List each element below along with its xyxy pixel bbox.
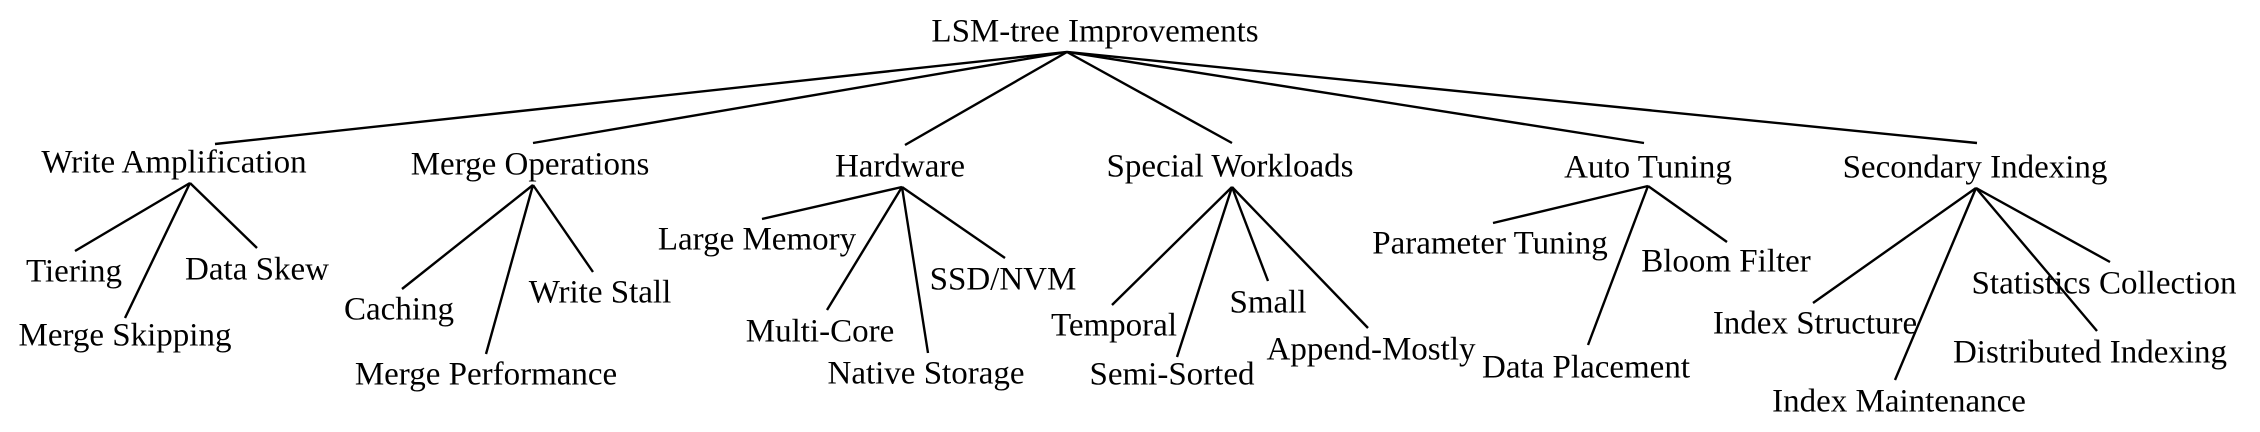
edge-root-auto-tuning <box>1066 50 1645 145</box>
node-special-workloads: Special Workloads <box>1106 148 1354 185</box>
edge-sw-temporal <box>1111 186 1233 306</box>
node-large-memory: Large Memory <box>657 221 857 258</box>
node-write-amplification: Write Amplification <box>41 144 307 181</box>
edge-root-secondary-indexing <box>1066 50 1978 145</box>
node-temporal: Temporal <box>1051 307 1177 344</box>
node-multi-core: Multi-Core <box>745 313 895 350</box>
edge-at-data-placement <box>1586 185 1650 346</box>
edge-si-index-maintenance <box>1893 187 1978 381</box>
node-append-mostly: Append-Mostly <box>1266 331 1476 368</box>
edge-root-write-amplification <box>214 50 1068 146</box>
node-lsm-tree-improvements: LSM-tree Improvements <box>931 13 1259 50</box>
edge-mo-caching <box>401 184 534 290</box>
edge-root-hardware <box>904 50 1068 147</box>
node-tiering: Tiering <box>26 253 122 290</box>
edge-wa-data-skew <box>189 182 258 249</box>
edge-si-index-structure <box>1812 187 1977 304</box>
node-index-maintenance: Index Maintenance <box>1772 383 2026 420</box>
edge-hw-multi-core <box>825 186 904 311</box>
node-semi-sorted: Semi-Sorted <box>1089 356 1255 393</box>
node-bloom-filter: Bloom Filter <box>1641 243 1811 280</box>
node-caching: Caching <box>344 291 454 328</box>
edge-at-bloom-filter <box>1647 185 1728 243</box>
edge-hw-native-storage <box>900 186 930 354</box>
node-secondary-indexing: Secondary Indexing <box>1842 149 2108 186</box>
node-distributed-indexing: Distributed Indexing <box>1952 334 2228 371</box>
edge-sw-semi-sorted <box>1175 186 1234 358</box>
node-data-skew: Data Skew <box>185 251 329 288</box>
node-merge-operations: Merge Operations <box>410 146 650 183</box>
edge-sw-append-mostly <box>1231 186 1369 329</box>
edge-wa-tiering <box>74 181 191 253</box>
node-hardware: Hardware <box>834 148 966 185</box>
node-merge-skipping: Merge Skipping <box>18 317 232 354</box>
node-ssd-nvm: SSD/NVM <box>929 261 1077 298</box>
node-native-storage: Native Storage <box>827 355 1025 392</box>
edge-hw-ssd-nvm <box>901 186 1006 259</box>
node-write-stall: Write Stall <box>528 274 672 311</box>
edge-wa-merge-skipping <box>123 182 192 319</box>
node-data-placement: Data Placement <box>1482 349 1690 386</box>
node-statistics-collection: Statistics Collection <box>1971 265 2237 302</box>
edge-mo-write-stall <box>532 184 594 273</box>
edge-mo-merge-performance <box>484 184 535 355</box>
node-auto-tuning: Auto Tuning <box>1564 149 1732 186</box>
edge-si-statistics-collection <box>1975 186 2111 264</box>
node-index-structure: Index Structure <box>1712 305 1918 342</box>
edge-at-parameter-tuning <box>1492 184 1649 225</box>
edge-root-special-workloads <box>1066 50 1233 145</box>
edge-si-distributed-indexing <box>1975 187 2098 332</box>
edge-hw-large-memory <box>761 185 903 221</box>
edge-root-merge-operations <box>532 50 1068 145</box>
node-small: Small <box>1229 284 1307 321</box>
node-merge-performance: Merge Performance <box>354 356 618 393</box>
node-parameter-tuning: Parameter Tuning <box>1372 225 1608 262</box>
edge-sw-small <box>1230 186 1270 282</box>
